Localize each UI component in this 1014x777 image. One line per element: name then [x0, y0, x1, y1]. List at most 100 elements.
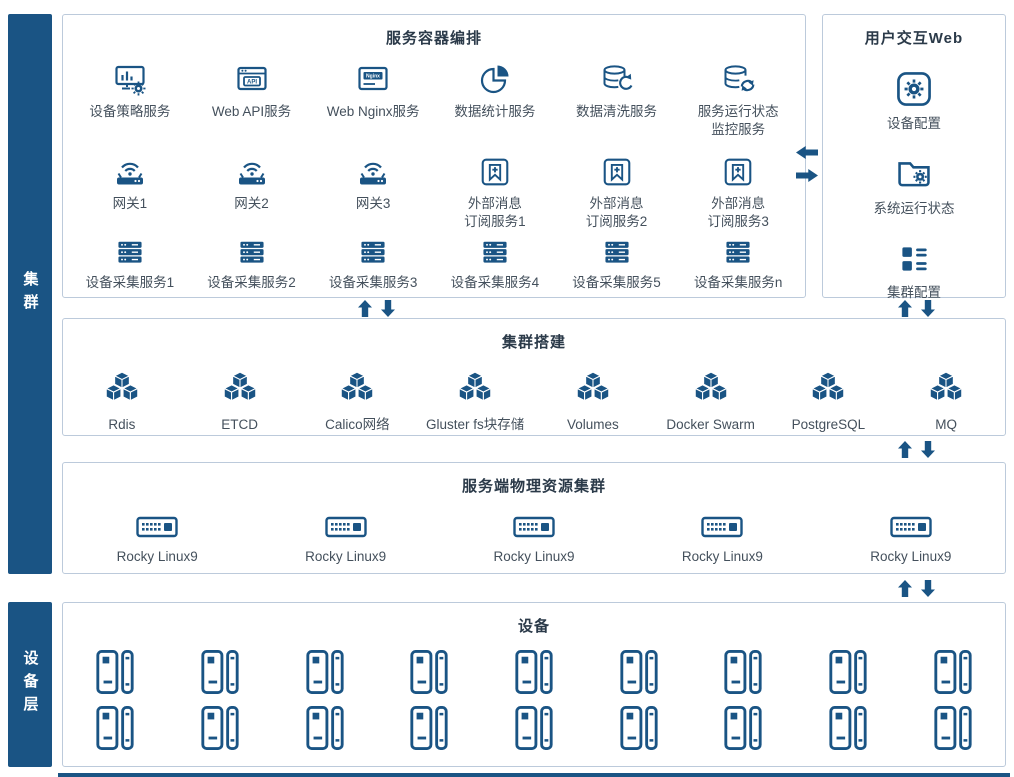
service-item: 外部消息 订阅服务1	[434, 151, 556, 230]
cubes-icon	[807, 366, 849, 410]
cluster-component-label: MQ	[935, 417, 957, 432]
arrow-up-icon	[898, 580, 912, 597]
svg-text:Nginx: Nginx	[366, 74, 380, 80]
arrow-up-icon	[898, 300, 912, 317]
physical-node-label: Rocky Linux9	[305, 549, 387, 564]
subscribe-icon	[600, 151, 634, 189]
orchestration-row-2: 网关1 网关2 网关3 外部消息 订阅服务1	[69, 151, 799, 230]
subscribe-icon	[478, 151, 512, 189]
service-item: 外部消息 订阅服务2	[556, 151, 678, 230]
cluster-component: PostgreSQL	[770, 366, 888, 434]
device-pair-icon	[408, 648, 450, 696]
device-pair-icon	[513, 704, 555, 752]
arrow-up-icon	[358, 300, 372, 317]
device-item	[691, 648, 796, 696]
web-panel-title: 用户交互Web	[864, 30, 964, 47]
web-panel: 用户交互Web 设备配置 系统运行状态 集群配置	[822, 14, 1006, 300]
device-pair-icon	[827, 648, 869, 696]
orchestration-panel: 服务容器编排 设备策略服务 API Web API服务 Nginx Web Ng…	[62, 14, 806, 298]
rocky-server-icon	[700, 510, 744, 542]
service-label: 设备采集服务1	[85, 275, 175, 290]
service-item: 数据清洗服务	[556, 59, 678, 138]
device-pair-icon	[722, 704, 764, 752]
web-item: 设备配置	[823, 65, 1005, 133]
rocky-server-icon	[512, 510, 556, 542]
device-layer-bar: 设备层	[8, 602, 52, 767]
service-item: 网关3	[312, 151, 434, 230]
cluster-component-label: Rdis	[108, 417, 136, 432]
device-item	[796, 648, 901, 696]
physical-cluster-title: 服务端物理资源集群	[461, 478, 606, 495]
service-label: 设备采集服务4	[450, 275, 540, 290]
device-item	[482, 704, 587, 752]
link-orchestration-cluster	[358, 300, 395, 317]
service-item: 设备策略服务	[69, 59, 191, 138]
cluster-component: MQ	[887, 366, 1005, 434]
arrow-left-icon	[796, 146, 818, 159]
service-item: 设备采集服务1	[69, 236, 191, 292]
service-label: 网关3	[355, 196, 391, 211]
cubes-icon	[925, 366, 967, 410]
web-panel-list: 设备配置 系统运行状态 集群配置	[823, 48, 1005, 302]
cluster-component-label: Gluster fs块存储	[425, 417, 525, 432]
service-label: 外部消息 订阅服务1	[464, 196, 526, 229]
service-label: 设备采集服务3	[328, 275, 418, 290]
devices-panel: 设备	[62, 602, 1006, 767]
physical-node-label: Rocky Linux9	[870, 549, 952, 564]
physical-node: Rocky Linux9	[63, 510, 251, 566]
device-pair-icon	[304, 648, 346, 696]
nginx-box-icon: Nginx	[355, 59, 391, 97]
gear-square-icon	[894, 65, 934, 109]
service-label: 服务运行状态 监控服务	[697, 104, 779, 137]
service-label: 设备采集服务2	[207, 275, 296, 290]
cluster-layer-bar: 集群	[8, 14, 52, 574]
arrow-down-icon	[921, 300, 935, 317]
service-label: Web Nginx服务	[326, 104, 420, 119]
server-stack-icon	[357, 236, 389, 268]
device-item	[691, 704, 796, 752]
cubes-icon	[219, 366, 261, 410]
folder-gear-icon	[894, 150, 934, 194]
cubes-icon	[336, 366, 378, 410]
service-label: Web API服务	[211, 104, 292, 119]
arrow-right-icon	[796, 169, 818, 182]
device-pair-icon	[94, 704, 136, 752]
cluster-component-label: ETCD	[221, 417, 258, 432]
db-monitor-icon	[720, 59, 756, 97]
bottom-edge-line	[58, 773, 1010, 777]
device-pair-icon	[304, 704, 346, 752]
link-cluster-physical	[898, 441, 935, 458]
device-item	[900, 648, 1005, 696]
service-item: 数据统计服务	[434, 59, 556, 138]
cubes-icon	[454, 366, 496, 410]
service-item: 设备采集服务3	[312, 236, 434, 292]
gateway-icon	[112, 151, 148, 189]
physical-node: Rocky Linux9	[817, 510, 1005, 566]
web-item-label: 集群配置	[887, 285, 941, 301]
orchestration-row-1: 设备策略服务 API Web API服务 Nginx Web Nginx服务 数…	[69, 59, 799, 138]
service-label: 外部消息 订阅服务3	[707, 196, 769, 229]
cluster-layer-label: 集群	[21, 271, 39, 317]
server-stack-icon	[479, 236, 511, 268]
device-item	[482, 648, 587, 696]
service-label: 数据清洗服务	[576, 104, 658, 119]
device-item	[377, 648, 482, 696]
service-item: 设备采集服务4	[434, 236, 556, 292]
service-label: 设备策略服务	[89, 104, 171, 119]
gateway-icon	[355, 151, 391, 189]
cubes-icon	[690, 366, 732, 410]
rocky-server-icon	[135, 510, 179, 542]
device-item	[586, 648, 691, 696]
device-pair-icon	[199, 648, 241, 696]
device-item	[272, 704, 377, 752]
cluster-component-label: Calico网络	[325, 417, 390, 432]
cluster-component-label: PostgreSQL	[791, 417, 866, 432]
cluster-build-row: Rdis ETCD Calico网络 Gluster fs块存储	[63, 366, 1005, 434]
arrow-down-icon	[921, 580, 935, 597]
devices-row-2	[63, 704, 1005, 752]
physical-node-label: Rocky Linux9	[681, 549, 763, 564]
web-item: 集群配置	[823, 234, 1005, 302]
device-item	[272, 648, 377, 696]
cluster-component: Docker Swarm	[652, 366, 770, 434]
cluster-component: Volumes	[534, 366, 652, 434]
